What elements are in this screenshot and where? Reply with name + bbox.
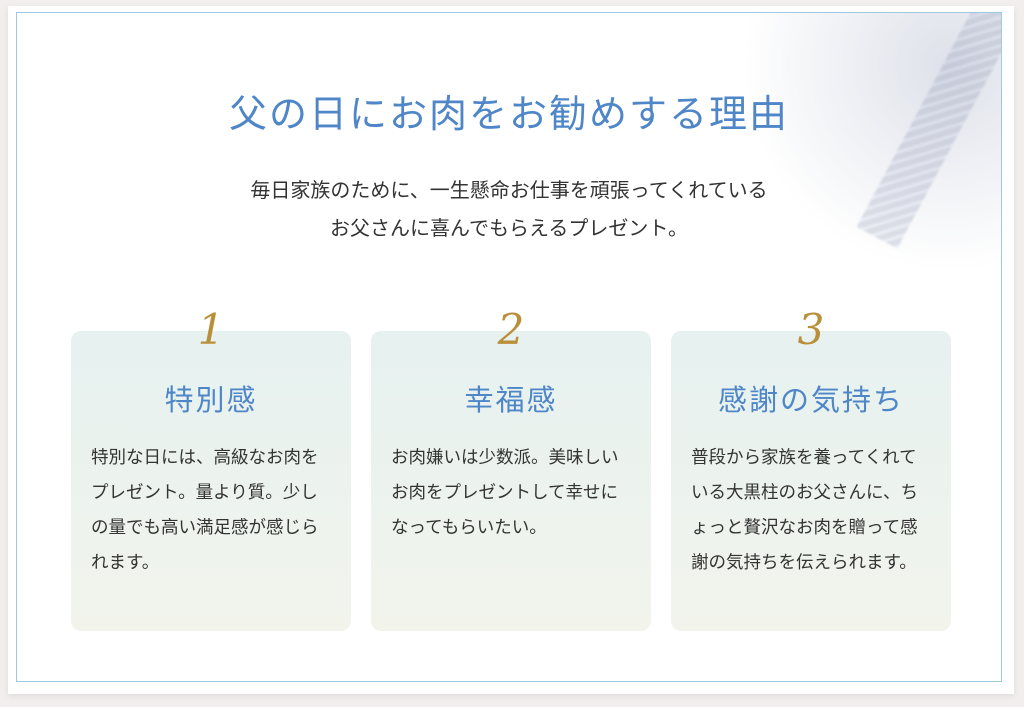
card-number: 3	[797, 305, 825, 354]
lead-line: お父さんに喜んでもらえるプレゼント。	[330, 216, 688, 240]
card-number: 2	[497, 305, 525, 354]
reason-card-1: 1 特別感 特別な日には、高級なお肉をプレゼント。量より質。少しの量でも高い満足…	[71, 305, 351, 631]
card-text: 特別な日には、高級なお肉をプレゼント。量より質。少しの量でも高い満足感が感じられ…	[91, 448, 319, 573]
card-text: お肉嫌いは少数派。美味しいお肉をプレゼントして幸せになってもらいたい。	[391, 448, 619, 538]
card-text: 普段から家族を養ってくれている大黒柱のお父さんに、ちょっと贅沢なお肉を贈って感謝…	[691, 448, 918, 573]
shirt-tie-background-image	[741, 13, 1001, 273]
card-number: 1	[197, 305, 225, 354]
card-title: 感謝の気持ち	[717, 383, 904, 417]
card-title: 幸福感	[464, 383, 558, 417]
lead-text: 毎日家族のために、一生懸命お仕事を頑張ってくれている お父さんに喜んでもらえるプ…	[17, 171, 1001, 247]
reason-card-3: 3 感謝の気持ち 普段から家族を養ってくれている大黒柱のお父さんに、ちょっと贅沢…	[671, 305, 951, 631]
reason-card-2: 2 幸福感 お肉嫌いは少数派。美味しいお肉をプレゼントして幸せになってもらいたい…	[371, 305, 651, 631]
content-frame: 父の日にお肉をお勧めする理由 毎日家族のために、一生懸命お仕事を頑張ってくれてい…	[16, 12, 1002, 682]
card-title: 特別感	[164, 383, 258, 417]
page-title: 父の日にお肉をお勧めする理由	[228, 92, 789, 136]
lead-line: 毎日家族のために、一生懸命お仕事を頑張ってくれている	[250, 178, 768, 202]
